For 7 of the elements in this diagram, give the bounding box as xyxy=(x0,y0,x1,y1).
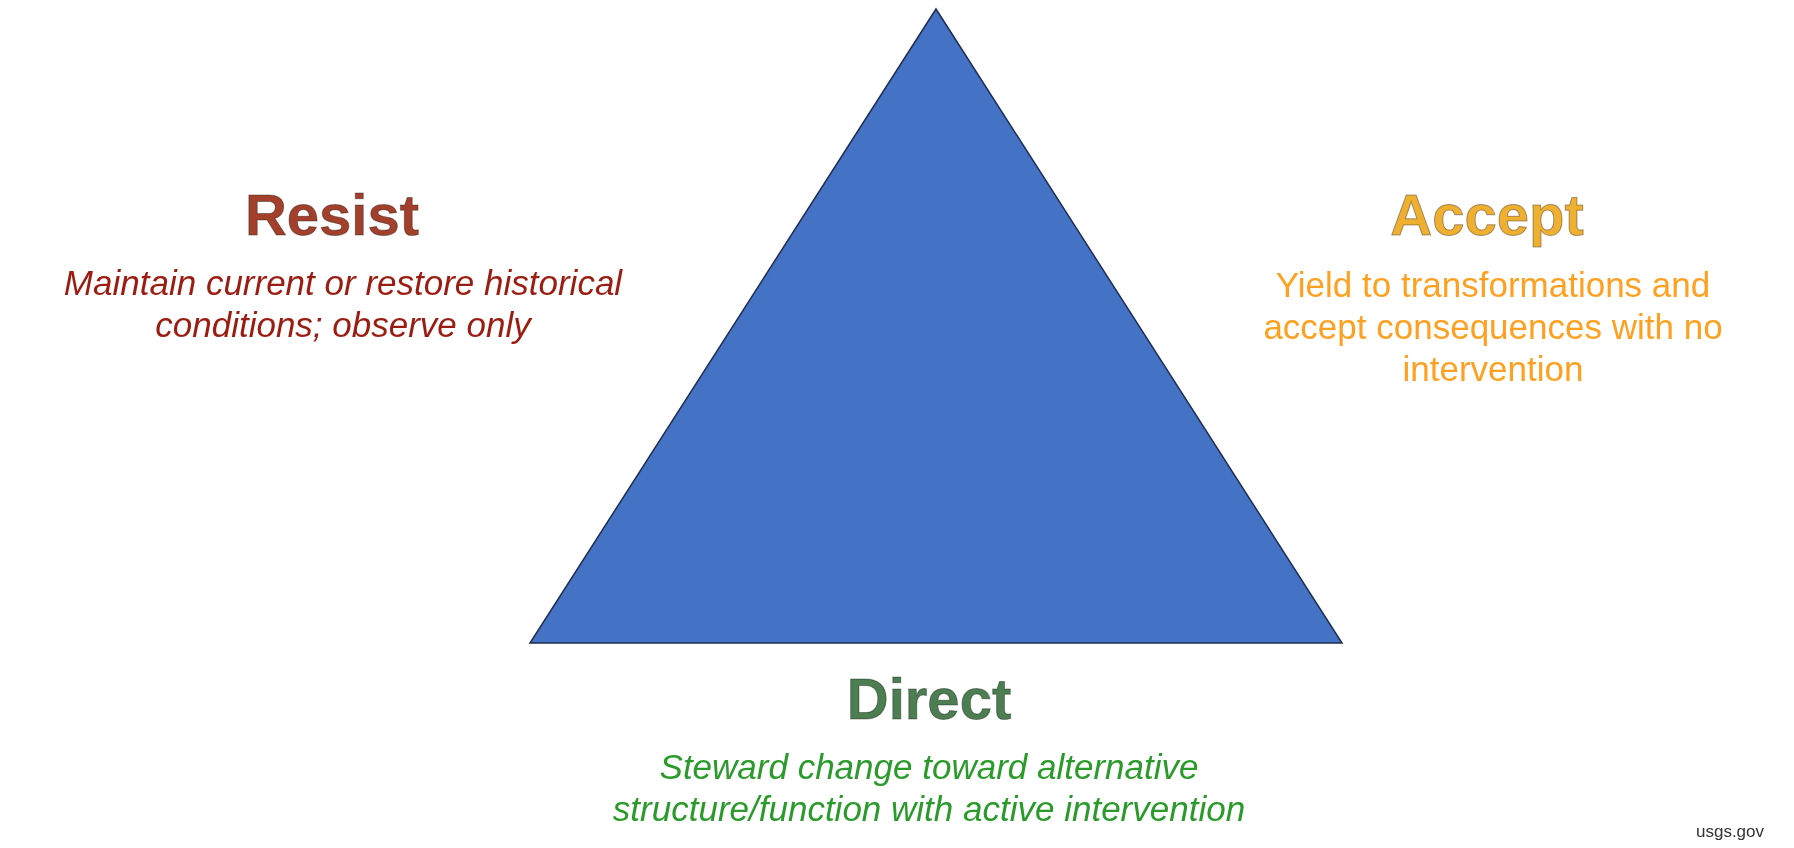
description: Steward change toward alternative structure/function with active intervention xyxy=(611,746,1247,830)
source-text: usgs.gov xyxy=(1694,822,1765,843)
heading: Accept xyxy=(1389,181,1585,249)
description: Yield to transformations and accept consequences with no intervention xyxy=(1262,264,1724,390)
heading: Direct xyxy=(845,665,1013,733)
heading: Resist xyxy=(243,181,421,249)
description: Maintain current or restore historical conditions; observe only xyxy=(62,262,624,346)
